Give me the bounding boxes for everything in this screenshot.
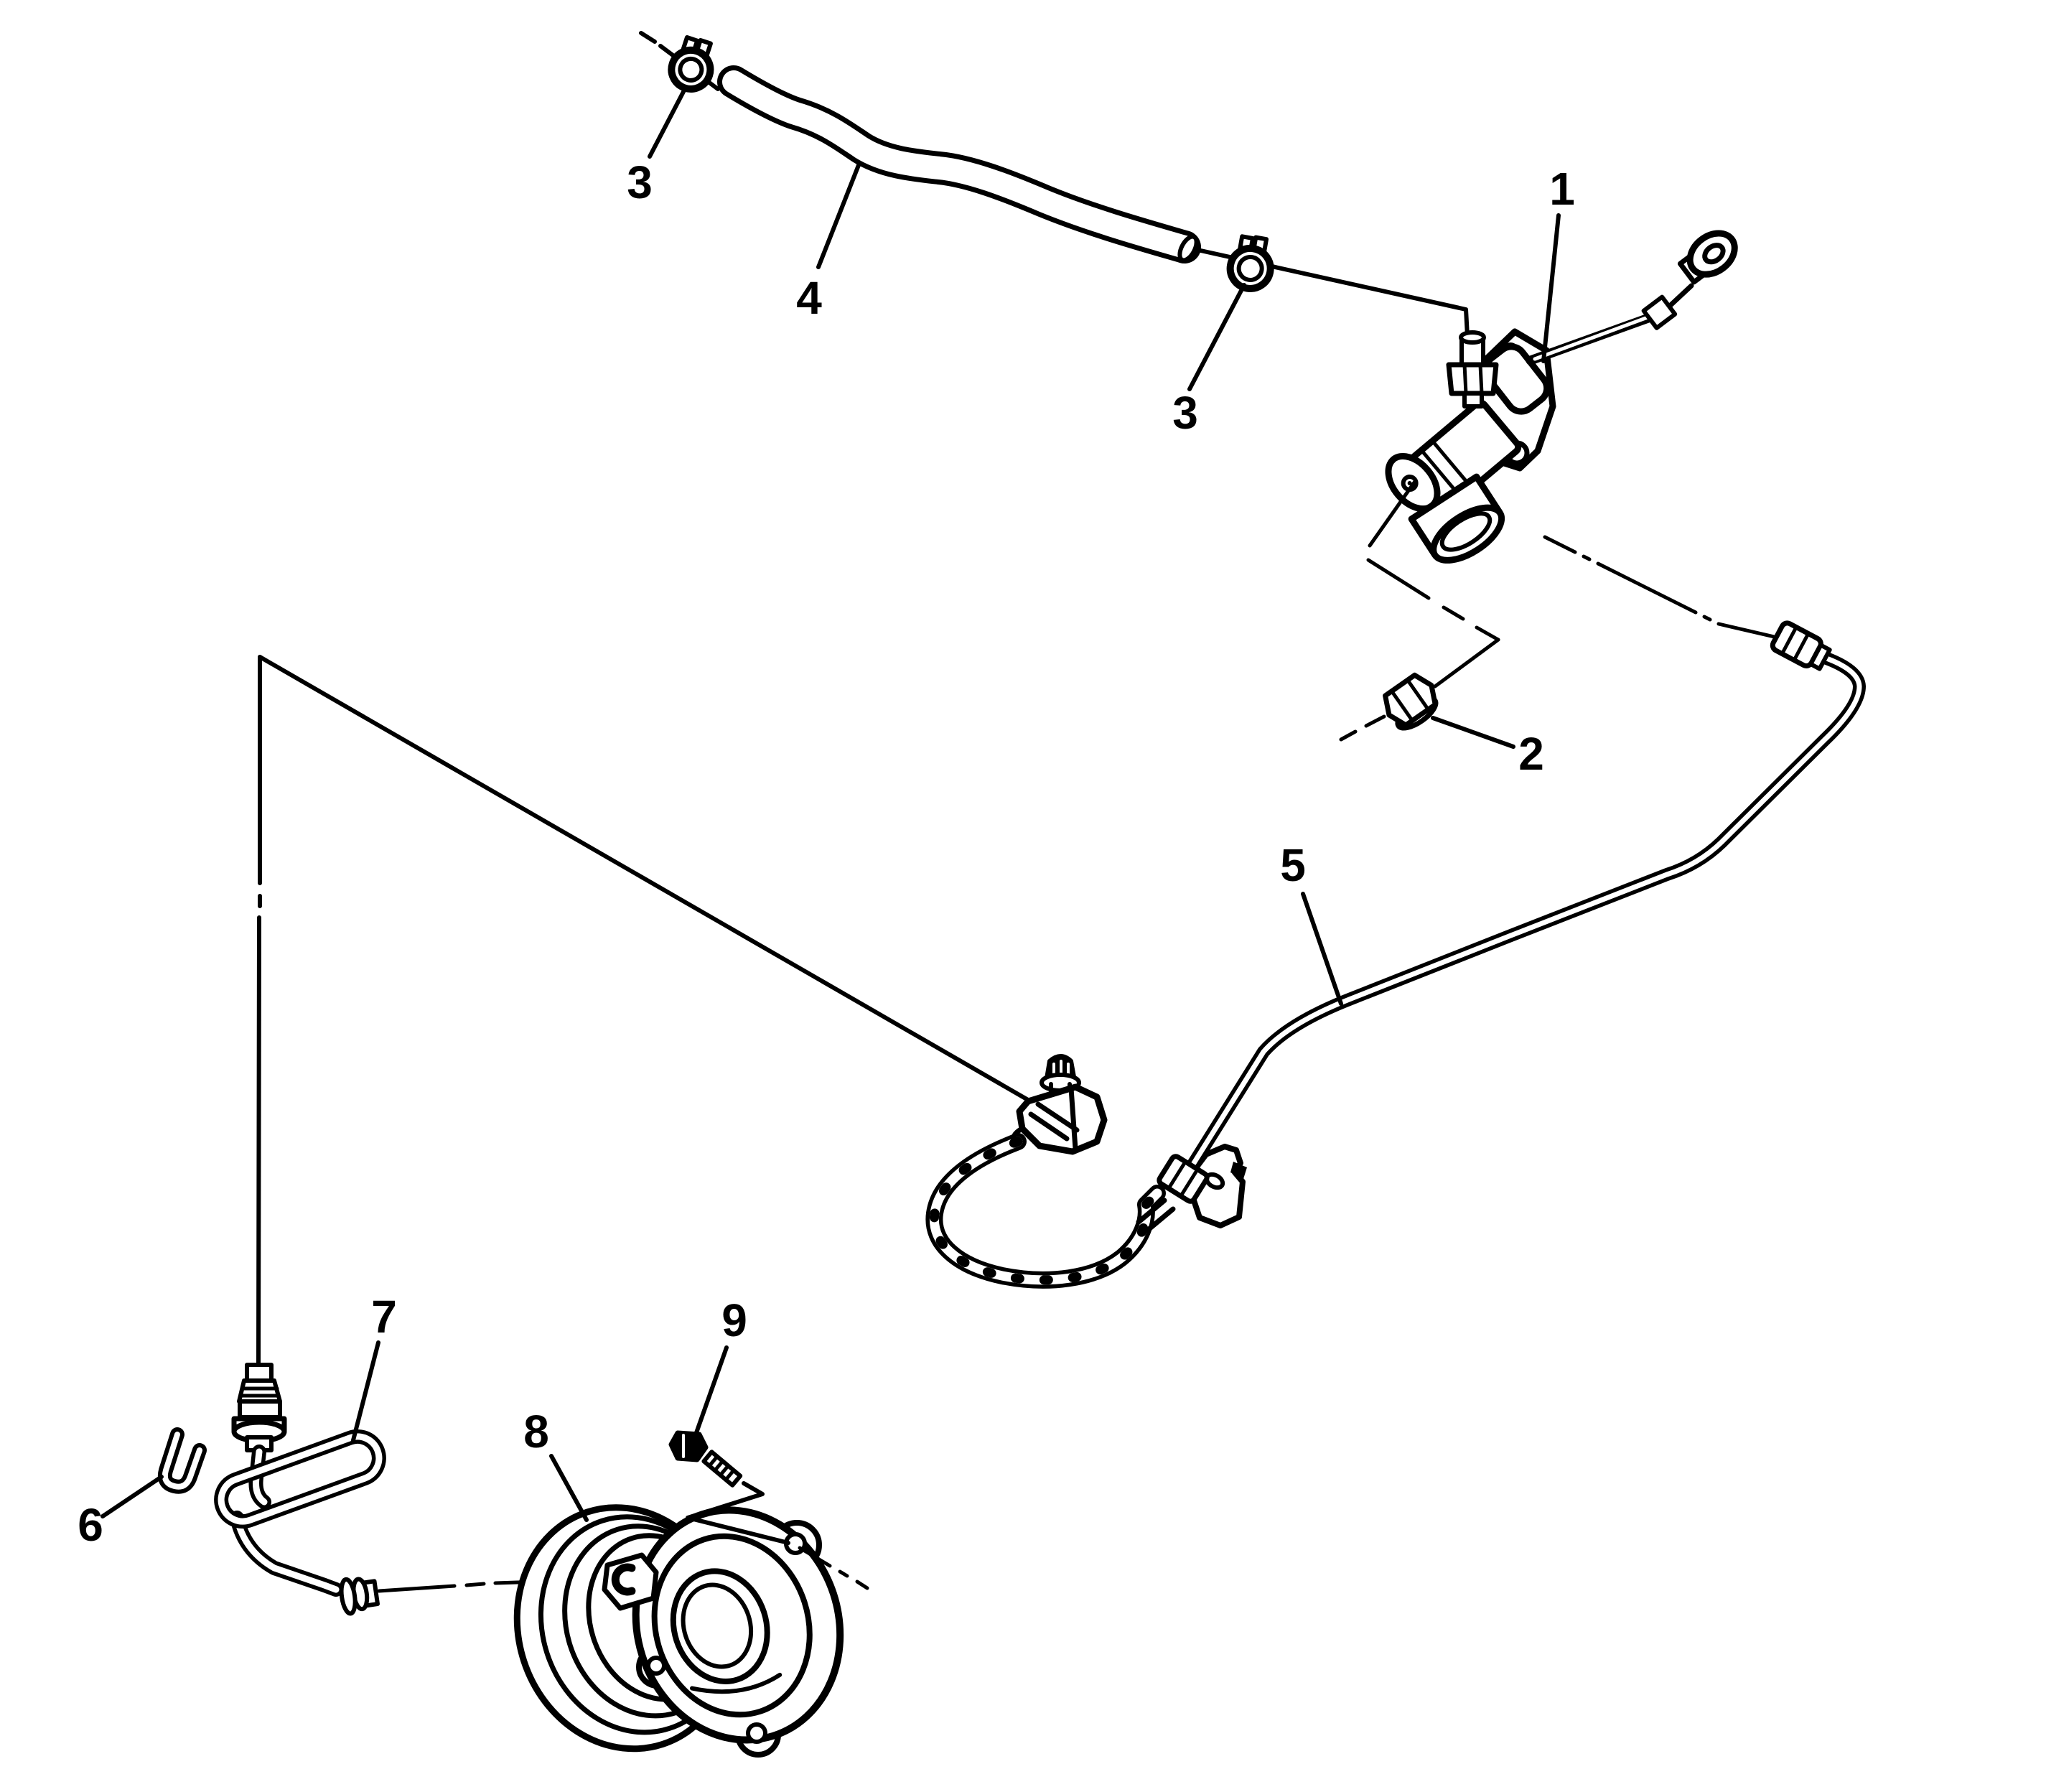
hose-collar-bands: [1136, 1198, 1176, 1233]
pushrod-coupler: [1641, 294, 1678, 330]
clamp-ring: [1226, 244, 1274, 292]
clutch-hose-assembly: [925, 1054, 1176, 1289]
hose-hex-facets: [1167, 1159, 1200, 1198]
bolt-centerline: [686, 1481, 869, 1590]
callout-1-leader: [1541, 213, 1561, 363]
pushrod-boot: [1482, 343, 1551, 415]
clutch-master-cylinder: [1339, 230, 1780, 742]
connector-facets: [1028, 1086, 1080, 1152]
loop-pipe-end-fitting: [339, 1577, 380, 1616]
eye-ring: [1686, 230, 1738, 278]
callout-5-leader: [1301, 892, 1343, 1006]
callout-1-label: 1: [1549, 163, 1575, 215]
bolt-shank: [701, 1450, 743, 1488]
callout-8-leader: [549, 1454, 589, 1522]
slave-cylinder: [513, 1504, 844, 1758]
callout-5-label: 5: [1280, 839, 1306, 891]
hose-highlight: [722, 70, 1196, 258]
hose-clamp-upper: [639, 31, 720, 93]
hose-hex-fitting: [1157, 1154, 1210, 1204]
port-hex-facets: [1462, 363, 1484, 396]
bolt-threads: [701, 1450, 743, 1488]
connector-step: [1010, 1126, 1025, 1147]
callout-3b-label: 3: [1172, 387, 1198, 439]
clamp-ring-inner: [678, 56, 704, 83]
braid-ticks: [929, 1137, 1162, 1285]
bracket-tab: [1230, 1162, 1247, 1179]
fluid-port: [611, 1563, 636, 1596]
pushrod-highlight: [1533, 312, 1658, 361]
reservoir-cup-rim: [1430, 504, 1505, 564]
callout-4-label: 4: [796, 272, 822, 324]
callout-7-leader: [351, 1340, 380, 1442]
diagonal-leader-line: [258, 655, 1030, 1102]
callouts: 3 4 3 1 2 5 6 7 8 9: [78, 85, 1575, 1551]
loop-pipe: [214, 1363, 630, 1616]
callout-6-label: 6: [78, 1499, 103, 1551]
shared-leader-lines: [256, 655, 1030, 1366]
centerline-to-pipe: [1543, 535, 1780, 640]
pipe-end-fitting: [1770, 620, 1832, 671]
fitting-ridges: [239, 1386, 281, 1398]
pushrod-thin-end: [1667, 283, 1694, 309]
nut-facets: [1390, 678, 1430, 723]
pipe-highlight: [1187, 653, 1862, 1172]
end-fitting-collar: [339, 1577, 358, 1616]
callout-8-label: 8: [523, 1406, 549, 1457]
mount-ear-hole: [746, 1722, 767, 1744]
inlet-port: [1446, 330, 1499, 409]
quick-connect-fitting: [231, 1363, 287, 1452]
tube-nut-facets: [1780, 625, 1811, 663]
fitting-taper: [237, 1378, 282, 1404]
callout-9-leader: [692, 1345, 729, 1441]
hose-connector-block: [1010, 1054, 1108, 1155]
opening-shading-arc: [690, 1672, 783, 1694]
mount-ear-hole: [646, 1656, 666, 1676]
centerline-to-nut: [1339, 480, 1500, 742]
fitting-body: [238, 1399, 282, 1419]
callout-2-leader: [1431, 716, 1515, 749]
mounting-flange-ring: [632, 1506, 844, 1744]
vertical-leader-line-lower: [256, 915, 261, 1366]
clutch-pipe: [1157, 620, 1866, 1204]
port-neck: [1462, 391, 1484, 409]
tube-nut-collar: [1808, 643, 1832, 671]
pushrod-eye: [1677, 230, 1738, 285]
bore-inner: [681, 1582, 754, 1669]
callout-4-leader: [816, 163, 861, 269]
clamp-axis-dash: [639, 31, 657, 44]
port-hex: [1446, 362, 1499, 396]
nut: [1383, 672, 1439, 731]
eye-hole: [1702, 243, 1726, 265]
reservoir-hose: [717, 65, 1201, 263]
callout-2-label: 2: [1518, 728, 1544, 780]
hose-to-port-line: [1195, 248, 1470, 338]
callout-7-label: 7: [371, 1291, 397, 1343]
reservoir-cup-inner: [1439, 511, 1493, 552]
callout-3a-leader: [648, 85, 688, 159]
fitting-top: [245, 1363, 274, 1383]
thread-ticks: [707, 1455, 736, 1482]
clamp-ring-inner: [1236, 254, 1264, 282]
bolt: [668, 1430, 869, 1590]
port-rim: [1459, 330, 1486, 345]
hose-clamp-lower: [1195, 234, 1470, 338]
callout-9-label: 9: [721, 1294, 747, 1346]
retaining-clip: [157, 1427, 207, 1494]
front-face-hole-center: [1407, 481, 1412, 486]
clip-core: [162, 1432, 202, 1490]
bolt-head: [668, 1430, 709, 1462]
nut-hex: [1383, 672, 1438, 728]
hose-open-end: [1177, 234, 1199, 263]
callout-3b-leader: [1187, 283, 1246, 391]
pipe-to-hose-fitting: [1157, 1154, 1210, 1204]
callout-6-leader: [101, 1475, 164, 1518]
tube-loop: [214, 1429, 386, 1529]
callout-3a-label: 3: [627, 157, 653, 208]
